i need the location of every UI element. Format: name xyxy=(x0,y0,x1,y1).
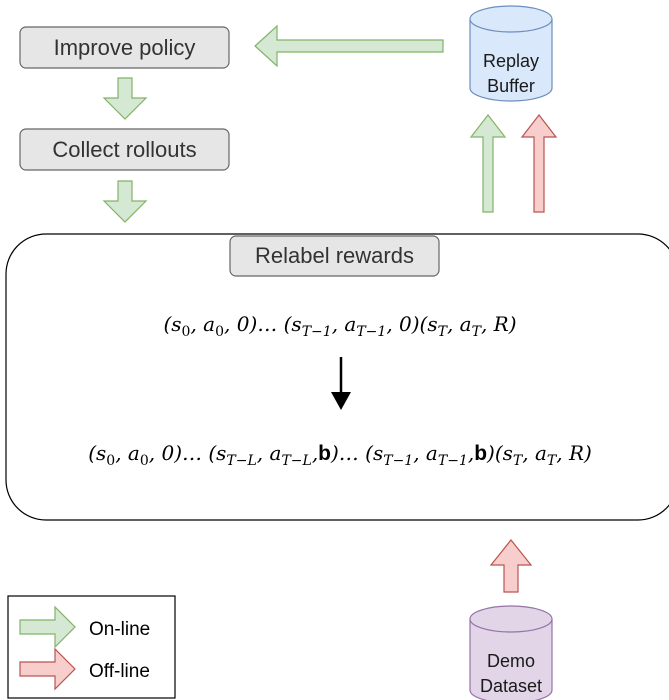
orig-s2: 0 xyxy=(215,324,224,340)
rel-p6: )… (s xyxy=(330,441,383,465)
rel-p5: , xyxy=(312,441,318,465)
offline-arrow-relabel-to-buffer xyxy=(520,114,558,213)
replay-buffer-label-line2: Buffer xyxy=(487,76,535,96)
rel-bonus-1: b xyxy=(318,442,331,465)
rel-p7: , a xyxy=(413,441,438,465)
orig-p2: , a xyxy=(190,312,215,336)
orig-p3: , 0)… (s xyxy=(224,312,302,336)
online-arrow-buffer-to-policy xyxy=(254,24,444,68)
orig-p7: , R) xyxy=(481,312,517,336)
demo-dataset-label-line1: Demo xyxy=(487,651,535,671)
rel-p1: (s xyxy=(88,441,106,465)
rel-s5: T−1 xyxy=(383,453,413,469)
rel-s6: T−1 xyxy=(438,453,468,469)
rel-s2: 0 xyxy=(140,453,149,469)
replay-buffer-cylinder: Replay Buffer xyxy=(469,5,553,102)
online-arrow-collect-to-relabel xyxy=(102,180,148,223)
offline-arrow-demo-to-relabel xyxy=(489,539,533,593)
rel-p10: , a xyxy=(522,441,547,465)
legend-online-label: On-line xyxy=(89,619,150,640)
relabel-transform-arrow xyxy=(331,357,351,410)
rel-bonus-2: b xyxy=(474,442,487,465)
original-sequence: (s0, a0, 0)… (sT−1, aT−1, 0)(sT, aT, R) xyxy=(163,312,516,340)
orig-s5: T xyxy=(438,324,449,340)
replay-buffer-label-line1: Replay xyxy=(483,51,539,71)
legend: On-line Off-line xyxy=(7,595,176,699)
orig-p5: , 0)(s xyxy=(386,312,437,336)
rel-s7: T xyxy=(513,453,524,469)
rel-p4: , a xyxy=(257,441,282,465)
improve-policy-box: Improve policy xyxy=(19,26,230,69)
rel-p3: , 0)… (s xyxy=(149,441,227,465)
legend-online-arrow-icon xyxy=(19,605,76,649)
rel-s3: T−L xyxy=(226,453,256,469)
orig-p4: , a xyxy=(332,312,357,336)
rel-p2: , a xyxy=(115,441,140,465)
online-arrow-improve-to-collect xyxy=(102,77,148,120)
relabel-rewards-label: Relabel rewards xyxy=(255,243,414,268)
rel-p11: , R) xyxy=(556,441,592,465)
legend-offline-label: Off-line xyxy=(89,661,150,682)
orig-s4: T−1 xyxy=(356,324,386,340)
orig-s1: 0 xyxy=(182,324,191,340)
rel-s4: T−L xyxy=(281,453,311,469)
online-arrow-relabel-to-buffer xyxy=(469,114,507,213)
rel-s1: 0 xyxy=(106,453,115,469)
orig-p1: (s xyxy=(163,312,181,336)
relabel-rewards-box: Relabel rewards xyxy=(229,235,440,277)
demo-dataset-cylinder: Demo Dataset xyxy=(469,605,553,700)
orig-s6: T xyxy=(472,324,483,340)
collect-rollouts-label: Collect rollouts xyxy=(52,137,196,162)
collect-rollouts-box: Collect rollouts xyxy=(19,128,230,171)
rel-s8: T xyxy=(547,453,558,469)
orig-s3: T−1 xyxy=(302,324,332,340)
demo-dataset-label-line2: Dataset xyxy=(480,676,542,696)
improve-policy-label: Improve policy xyxy=(54,35,196,60)
rel-p9: )(s xyxy=(486,441,513,465)
rel-p8: , xyxy=(468,441,474,465)
relabeled-sequence: (s0, a0, 0)… (sT−L, aT−L,b)… (sT−1, aT−1… xyxy=(88,441,592,469)
orig-p6: , a xyxy=(447,312,472,336)
relabel-container xyxy=(5,233,669,521)
legend-offline-arrow-icon xyxy=(19,647,76,691)
